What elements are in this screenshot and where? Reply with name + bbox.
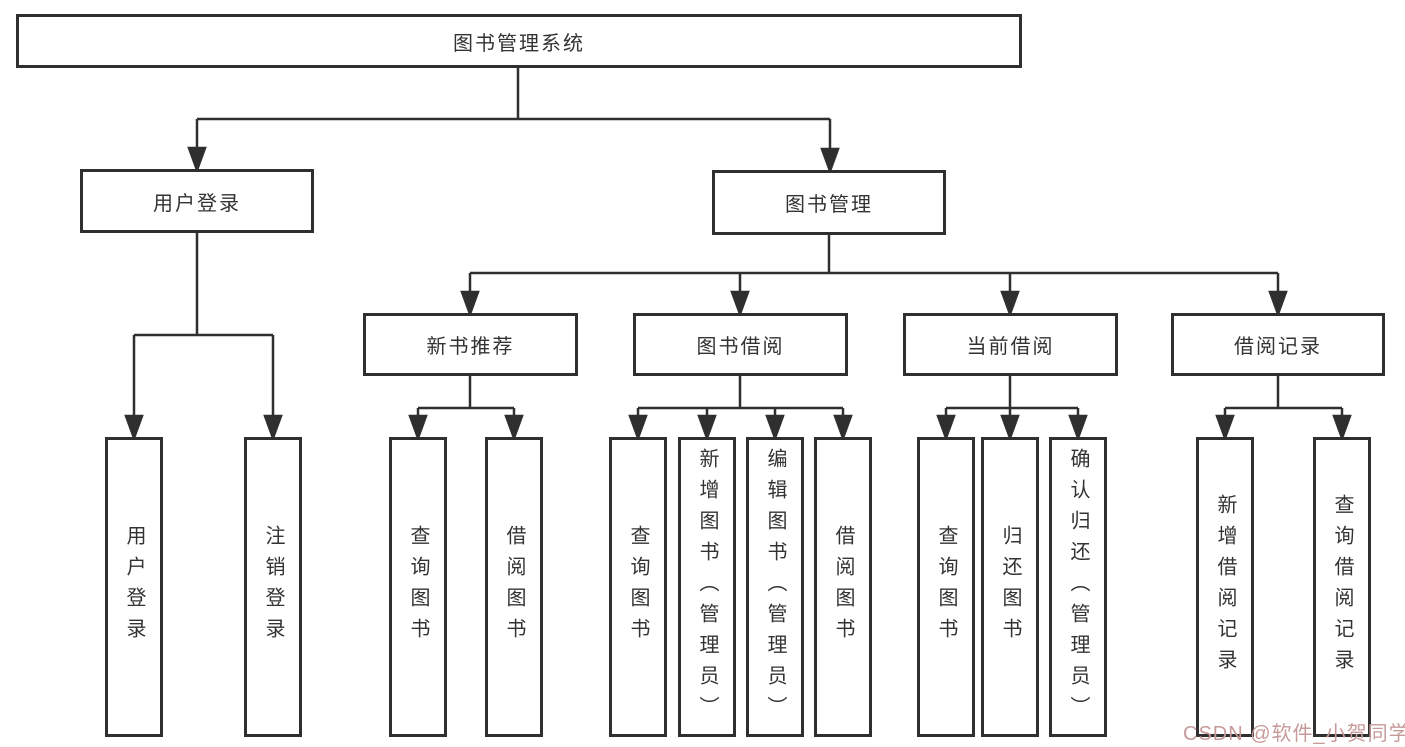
leaf-label: 注销登录 (262, 525, 284, 649)
leaf-return-books: 归还图书 (981, 437, 1039, 737)
node-book-borrowing: 图书借阅 (633, 313, 848, 376)
leaf-query-borrow-record: 查询借阅记录 (1313, 437, 1371, 737)
node-borrowing-records: 借阅记录 (1171, 313, 1385, 376)
leaf-borrow-books: 借阅图书 (485, 437, 543, 737)
node-new-book-recommend: 新书推荐 (363, 313, 578, 376)
leaf-query-books: 查询图书 (917, 437, 975, 737)
node-label: 图书管理 (785, 194, 873, 216)
leaf-query-books: 查询图书 (609, 437, 667, 737)
leaf-label: 编辑图书（管理员） (764, 447, 786, 727)
leaf-label: 归还图书 (999, 525, 1021, 649)
leaf-label: 新增图书（管理员） (696, 447, 718, 727)
node-current-borrowing: 当前借阅 (903, 313, 1118, 376)
leaf-label: 查询借阅记录 (1331, 494, 1353, 680)
leaf-label: 确认归还（管理员） (1067, 447, 1089, 727)
node-label: 借阅记录 (1234, 336, 1322, 358)
node-label: 用户登录 (153, 192, 241, 215)
leaf-label: 查询图书 (935, 525, 957, 649)
leaf-label: 查询图书 (407, 525, 429, 649)
node-label: 新书推荐 (426, 336, 515, 358)
leaf-label: 借阅图书 (503, 525, 525, 649)
leaf-label: 查询图书 (627, 525, 649, 649)
node-label: 图书管理系统 (453, 32, 585, 55)
leaf-label: 借阅图书 (832, 525, 854, 649)
leaf-label: 用户登录 (123, 525, 145, 649)
leaf-label: 新增借阅记录 (1214, 494, 1236, 680)
leaf-edit-book-admin: 编辑图书（管理员） (746, 437, 804, 737)
node-book-management: 图书管理 (712, 170, 946, 235)
node-label: 图书借阅 (696, 336, 785, 358)
node-library-management-system: 图书管理系统 (16, 14, 1022, 68)
leaf-query-books: 查询图书 (389, 437, 447, 737)
leaf-borrow-books: 借阅图书 (814, 437, 872, 737)
leaf-add-borrow-record: 新增借阅记录 (1196, 437, 1254, 737)
leaf-logout: 注销登录 (244, 437, 302, 737)
leaf-add-book-admin: 新增图书（管理员） (678, 437, 736, 737)
node-label: 当前借阅 (966, 336, 1055, 358)
leaf-user-login: 用户登录 (105, 437, 163, 737)
leaf-confirm-return-admin: 确认归还（管理员） (1049, 437, 1107, 737)
node-user-login: 用户登录 (80, 169, 314, 233)
csdn-watermark: CSDN @软件_小贺同学 (1183, 723, 1405, 745)
